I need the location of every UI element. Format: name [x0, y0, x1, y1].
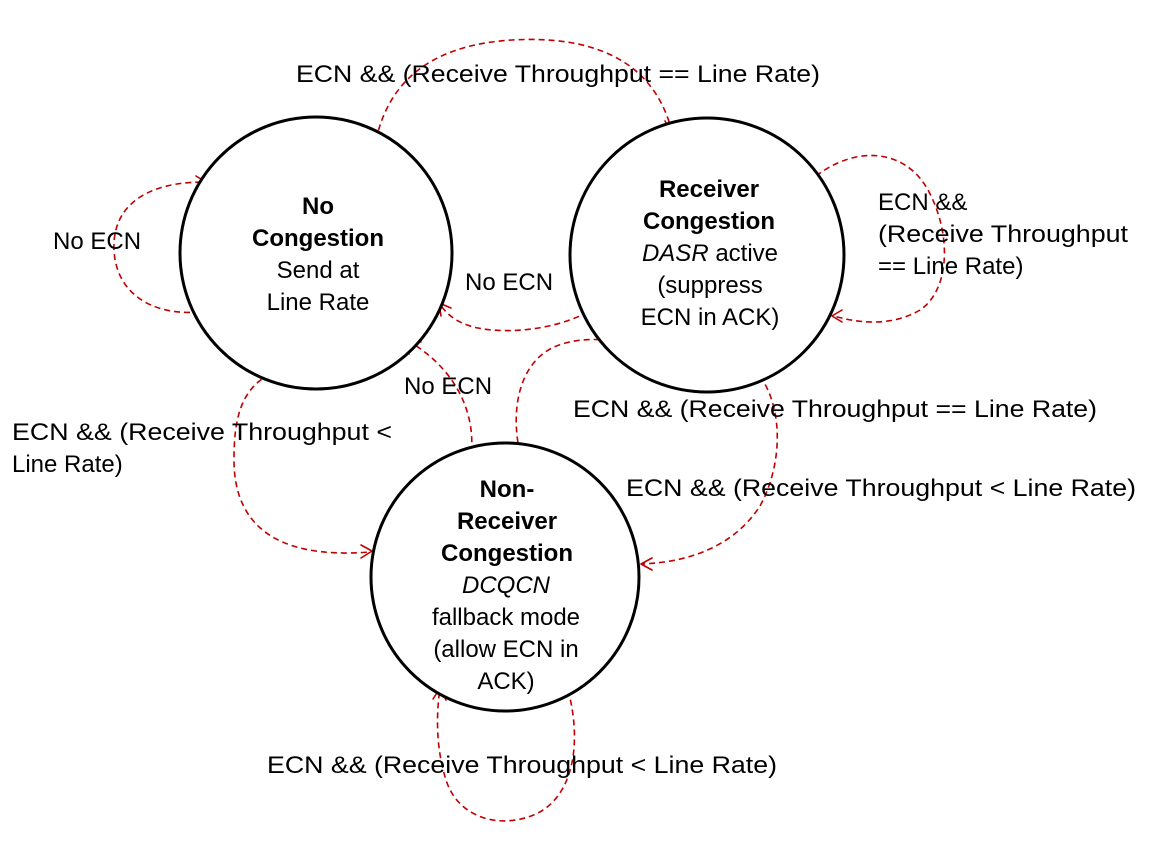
state-non-receiver-congestion-line-2: fallback mode — [432, 604, 580, 631]
state-non-receiver-congestion-title-1: Non- — [480, 476, 535, 503]
state-no-congestion-title-2: Congestion — [252, 225, 384, 252]
label-nonreceiver-self-loop: ECN && (Receive Throughput < Line Rate) — [267, 752, 777, 779]
state-non-receiver-congestion-dcqcn: DCQCN — [462, 572, 551, 599]
state-receiver-congestion-line-3: ECN in ACK) — [641, 304, 780, 331]
label-no-to-nonreceiver-1: ECN && (Receive Throughput < — [12, 419, 392, 446]
state-no-congestion-circle — [178, 115, 454, 391]
state-non-receiver-congestion-title-2: Receiver — [457, 508, 557, 535]
state-no-congestion: No Congestion Send at Line Rate — [178, 115, 454, 391]
state-non-receiver-congestion-line-3: (allow ECN in — [433, 636, 578, 663]
state-no-congestion-title-1: No — [302, 193, 334, 220]
arc-no-to-nonreceiver — [233, 373, 373, 559]
label-nonreceiver-to-receiver: ECN && (Receive Throughput == Line Rate) — [573, 396, 1097, 423]
arc-nonreceiver-to-no — [407, 340, 473, 463]
state-receiver-congestion-line-1: DASR active — [642, 240, 778, 267]
label-no-to-receiver: ECN && (Receive Throughput == Line Rate) — [296, 61, 820, 88]
label-no-self-loop: No ECN — [53, 228, 141, 255]
label-nonreceiver-to-no: No ECN — [404, 373, 492, 400]
label-receiver-self-3: == Line Rate) — [878, 253, 1023, 280]
label-receiver-to-nonreceiver: ECN && (Receive Throughput < Line Rate) — [626, 475, 1136, 502]
arc-receiver-self-loop — [815, 154, 946, 323]
label-receiver-self-2: (Receive Throughput — [878, 221, 1128, 248]
state-receiver-congestion-title-1: Receiver — [659, 176, 759, 203]
state-no-congestion-line-2: Line Rate — [267, 289, 370, 316]
state-non-receiver-congestion-title-3: Congestion — [441, 540, 573, 567]
label-receiver-self-1: ECN && — [878, 189, 967, 216]
state-receiver-congestion-title-2: Congestion — [643, 208, 775, 235]
arc-receiver-to-nonreceiver — [640, 375, 779, 571]
arc-receiver-to-no — [438, 302, 589, 332]
label-receiver-to-no: No ECN — [465, 269, 553, 296]
label-no-to-nonreceiver-2: Line Rate) — [12, 451, 123, 478]
state-receiver-congestion-active: active — [709, 240, 778, 267]
state-non-receiver-congestion-line-4: ACK) — [477, 668, 534, 695]
state-receiver-congestion-line-2: (suppress — [657, 272, 762, 299]
state-non-receiver-congestion: Non- Receiver Congestion DCQCN fallback … — [369, 441, 641, 713]
state-receiver-congestion-dasr: DASR — [642, 240, 709, 267]
state-non-receiver-congestion-circle — [369, 441, 641, 713]
state-no-congestion-line-1: Send at — [277, 257, 360, 284]
state-receiver-congestion: Receiver Congestion DASR active (suppres… — [568, 116, 846, 394]
arc-no-to-receiver — [375, 38, 680, 141]
state-receiver-congestion-circle — [568, 116, 846, 394]
